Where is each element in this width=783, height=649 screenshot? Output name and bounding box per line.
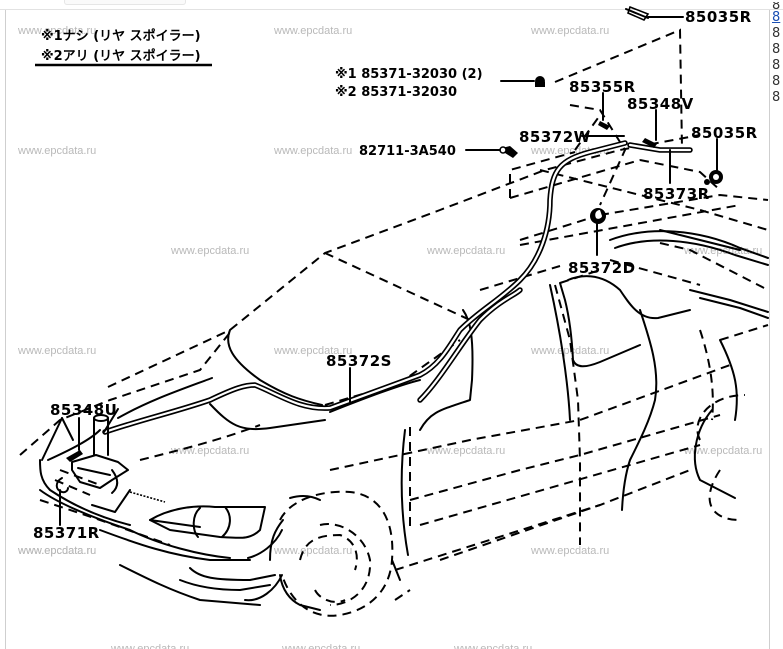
watermark: www.epcdata.ru xyxy=(273,25,352,37)
tab-stub xyxy=(64,0,186,5)
parts-list-item[interactable]: 8 xyxy=(772,74,781,89)
part-label-85355R[interactable]: 85355R xyxy=(569,78,636,96)
watermark: www.epcdata.ru xyxy=(17,25,96,37)
clip-icon xyxy=(535,76,545,87)
watermark: www.epcdata.ru xyxy=(453,643,532,649)
parts-list-item[interactable]: 8 xyxy=(772,2,781,10)
hose-clip-icon xyxy=(55,477,69,494)
car-outline xyxy=(19,134,769,617)
joint-icon xyxy=(598,121,610,130)
watermark: www.epcdata.ru xyxy=(170,245,249,257)
part-label-82711-3A540[interactable]: 82711-3A540 xyxy=(359,144,456,159)
left-border xyxy=(5,10,6,649)
spoiler-box xyxy=(509,28,721,206)
part-label-85348U[interactable]: 85348U xyxy=(50,401,117,419)
watermark: www.epcdata.ru xyxy=(530,545,609,557)
washer-hose xyxy=(102,140,693,435)
watermarks: www.epcdata.ru www.epcdata.ru www.epcdat… xyxy=(17,25,762,649)
legend-line-1: ※1ナシ (リヤ スポイラー) xyxy=(41,28,201,44)
parts-list-link[interactable]: 8 xyxy=(772,10,781,25)
leader-lines xyxy=(41,16,718,526)
watermark: www.epcdata.ru xyxy=(110,643,189,649)
watermark: www.epcdata.ru xyxy=(273,545,352,557)
watermark: www.epcdata.ru xyxy=(530,25,609,37)
hose-clip-icon xyxy=(499,146,518,158)
watermark: www.epcdata.ru xyxy=(17,145,96,157)
watermark: www.epcdata.ru xyxy=(273,345,352,357)
nozzle-icon xyxy=(627,5,650,22)
right-border xyxy=(769,10,770,649)
watermark: www.epcdata.ru xyxy=(530,345,609,357)
watermark: www.epcdata.ru xyxy=(273,145,352,157)
pump-icon xyxy=(66,450,83,462)
watermark: www.epcdata.ru xyxy=(17,545,96,557)
rear-nozzle-icon xyxy=(704,170,723,185)
part-label-85348V[interactable]: 85348V xyxy=(627,95,694,113)
watermark: www.epcdata.ru xyxy=(17,545,96,557)
part-label-85371R[interactable]: 85371R xyxy=(33,524,100,542)
part-label-85372W[interactable]: 85372W xyxy=(519,128,591,146)
variant-legend: ※1ナシ (リヤ スポイラー) ※2アリ (リヤ スポイラー) xyxy=(35,28,212,67)
parts-list-item[interactable]: 8 xyxy=(772,90,781,105)
watermark: www.epcdata.ru xyxy=(426,445,505,457)
check-valve-icon xyxy=(642,138,657,148)
top-toolbar-strip xyxy=(0,0,783,10)
washer-tank-icon xyxy=(71,414,166,513)
parts-list-item[interactable]: 8 xyxy=(772,42,781,57)
part-label-85371-32030-variant2[interactable]: ※2 85371-32030 xyxy=(335,85,457,100)
watermark: www.epcdata.ru xyxy=(683,445,762,457)
part-label-85372D[interactable]: 85372D xyxy=(568,259,636,277)
part-glyphs xyxy=(55,5,723,513)
part-label-85372S[interactable]: 85372S xyxy=(326,352,392,370)
parts-list-item[interactable]: 8 xyxy=(772,58,781,73)
watermark: www.epcdata.ru xyxy=(426,245,505,257)
grommet-icon xyxy=(590,208,606,224)
parts-list-item[interactable]: 8 xyxy=(772,26,781,41)
watermark: www.epcdata.ru xyxy=(17,345,96,357)
part-label-85035R-rear[interactable]: 85035R xyxy=(691,124,758,142)
part-label-85371-32030-variant1[interactable]: ※1 85371-32030 (2) xyxy=(335,67,483,82)
watermark: www.epcdata.ru xyxy=(170,445,249,457)
watermark: www.epcdata.ru xyxy=(281,643,360,649)
parts-list-sidebar: 8 8 8 8 8 8 8 xyxy=(772,2,783,106)
callout-labels: 85035R ※1 85371-32030 (2) ※2 85371-32030… xyxy=(33,8,758,542)
part-label-85373R[interactable]: 85373R xyxy=(643,185,710,203)
legend-line-2: ※2アリ (リヤ スポイラー) xyxy=(41,48,201,64)
part-label-85035R[interactable]: 85035R xyxy=(685,8,752,26)
